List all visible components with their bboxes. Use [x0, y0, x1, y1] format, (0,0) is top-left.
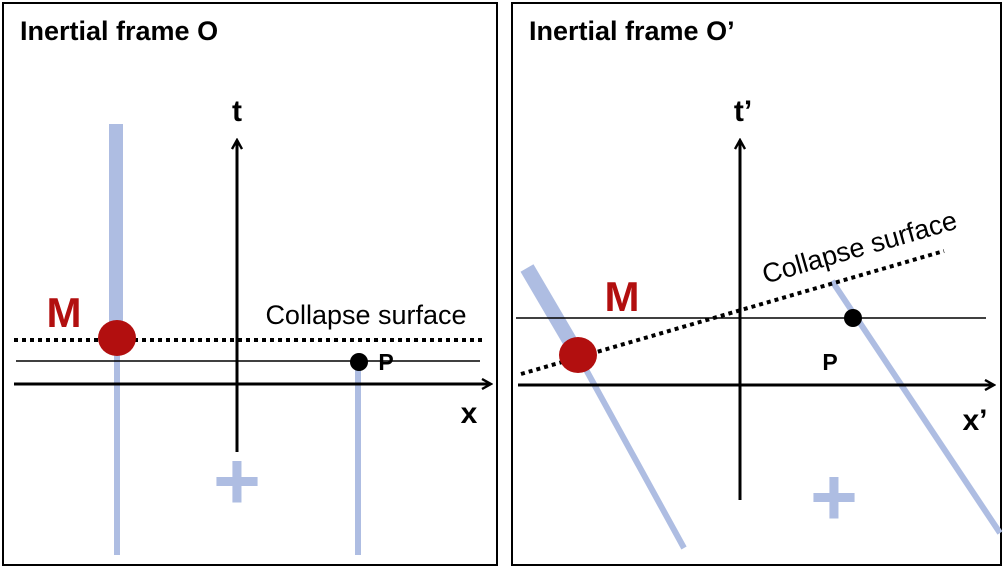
point-worldline	[355, 360, 361, 555]
frame-o-panel: Inertial frame O	[2, 2, 498, 566]
t-axis-label: t	[232, 95, 242, 128]
frame-o-title: Inertial frame O	[20, 16, 219, 46]
t-prime-axis-label: t’	[734, 95, 752, 128]
collapse-surface-label: Collapse surface	[265, 300, 466, 330]
point-label: P	[822, 349, 837, 375]
x-prime-axis-label: x’	[962, 404, 987, 437]
point-P	[844, 309, 862, 327]
mass-worldline-thin	[575, 353, 687, 550]
point-label: P	[378, 349, 393, 375]
point-P	[350, 353, 368, 371]
mass-label: M	[47, 289, 82, 336]
mass-M	[559, 337, 597, 373]
mass-worldline-thin	[114, 338, 120, 555]
x-axis-label: x	[461, 397, 478, 430]
frame-o-prime-diagram: + t’ x’ M P Collapse surface	[516, 95, 1003, 550]
mass-label: M	[605, 273, 640, 320]
plus-symbol: +	[810, 452, 858, 543]
frame-o-prime-title: Inertial frame O’	[529, 16, 735, 46]
mass-M	[98, 320, 136, 356]
frame-o-prime-panel: Inertial frame O’	[511, 2, 1002, 566]
frame-o-diagram: + t x M P Collapse surface	[14, 95, 491, 555]
mass-worldline-thick	[109, 124, 123, 338]
